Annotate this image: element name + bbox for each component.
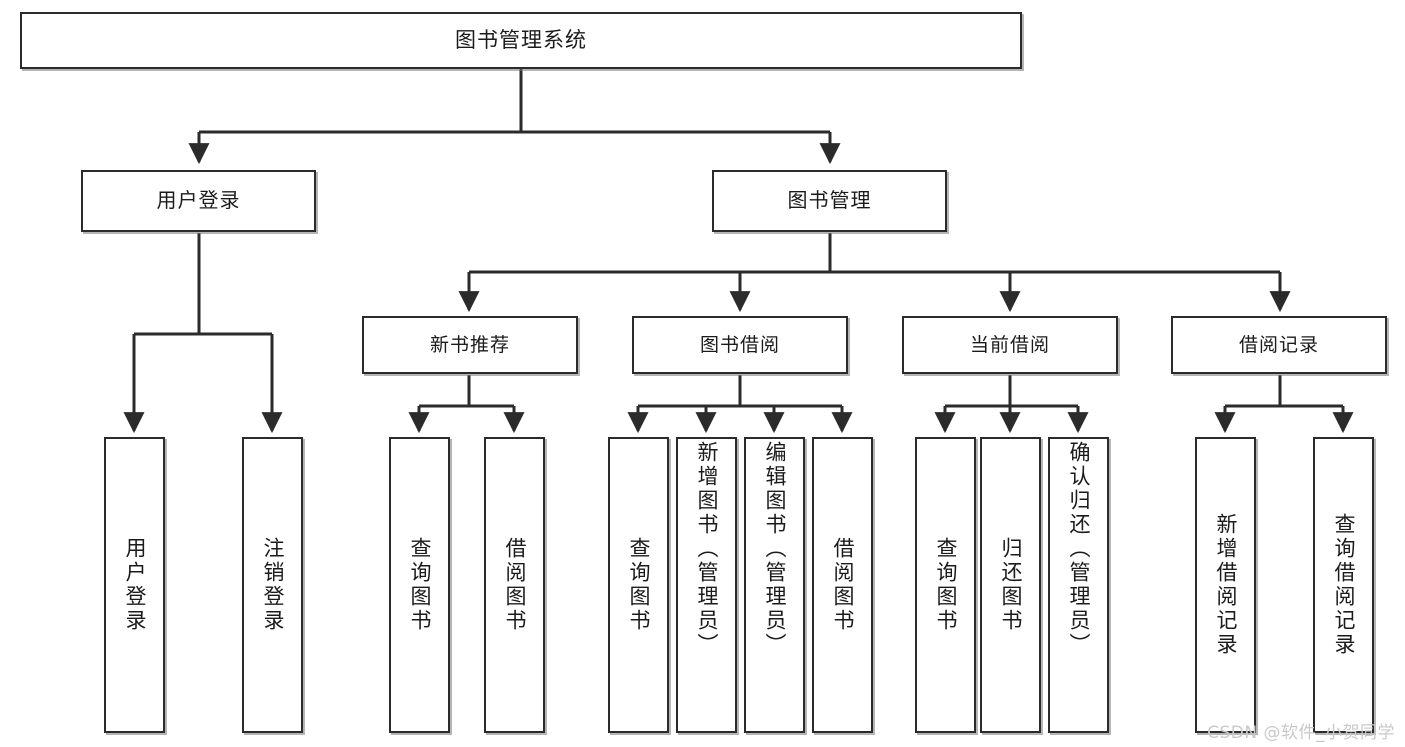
node-borrow-record[interactable]: 借阅记录: [1171, 316, 1387, 374]
node-leaf-borrow-book-2-label: 借阅图书: [831, 537, 855, 633]
node-leaf-query-record-label: 查询借阅记录: [1332, 513, 1356, 657]
node-current-borrow[interactable]: 当前借阅: [902, 316, 1118, 374]
node-leaf-borrow-book-1[interactable]: 借阅图书: [484, 437, 545, 733]
node-leaf-edit-book-label: 编辑图书（管理员）: [763, 441, 787, 657]
node-new-book-recommend-label: 新书推荐: [429, 333, 510, 356]
node-leaf-confirm-return[interactable]: 确认归还（管理员）: [1048, 437, 1109, 733]
node-leaf-query-record[interactable]: 查询借阅记录: [1313, 437, 1374, 733]
node-leaf-query-book-3[interactable]: 查询图书: [915, 437, 976, 733]
node-leaf-logout-label: 注销登录: [261, 537, 285, 633]
node-leaf-query-book-3-label: 查询图书: [934, 537, 958, 633]
node-leaf-user-login[interactable]: 用户登录: [104, 437, 165, 733]
node-book-borrow-label: 图书借阅: [699, 333, 780, 356]
node-leaf-return-book[interactable]: 归还图书: [980, 437, 1041, 733]
node-current-borrow-label: 当前借阅: [969, 333, 1050, 356]
node-leaf-confirm-return-label: 确认归还（管理员）: [1067, 441, 1091, 657]
node-book-borrow[interactable]: 图书借阅: [632, 316, 848, 374]
node-user-login[interactable]: 用户登录: [81, 170, 316, 232]
node-leaf-add-book-label: 新增图书（管理员）: [695, 441, 719, 657]
node-leaf-add-record[interactable]: 新增借阅记录: [1195, 437, 1256, 733]
node-leaf-query-book-2-label: 查询图书: [627, 537, 651, 633]
node-new-book-recommend[interactable]: 新书推荐: [362, 316, 578, 374]
node-book-manage[interactable]: 图书管理: [712, 170, 947, 232]
node-leaf-edit-book[interactable]: 编辑图书（管理员）: [744, 437, 805, 733]
node-leaf-borrow-book-1-label: 借阅图书: [503, 537, 527, 633]
node-leaf-user-login-label: 用户登录: [123, 537, 147, 633]
node-leaf-add-record-label: 新增借阅记录: [1214, 513, 1238, 657]
node-leaf-query-book-1[interactable]: 查询图书: [389, 437, 450, 733]
node-book-manage-label: 图书管理: [787, 188, 872, 213]
node-root-label: 图书管理系统: [455, 28, 587, 53]
node-leaf-return-book-label: 归还图书: [999, 537, 1023, 633]
csdn-watermark: CSDN @软件_小贺同学: [1207, 723, 1395, 743]
node-leaf-add-book[interactable]: 新增图书（管理员）: [676, 437, 737, 733]
node-borrow-record-label: 借阅记录: [1238, 333, 1319, 356]
node-root[interactable]: 图书管理系统: [20, 12, 1022, 69]
node-leaf-query-book-1-label: 查询图书: [408, 537, 432, 633]
node-leaf-logout[interactable]: 注销登录: [242, 437, 303, 733]
node-leaf-query-book-2[interactable]: 查询图书: [608, 437, 669, 733]
node-leaf-borrow-book-2[interactable]: 借阅图书: [812, 437, 873, 733]
node-user-login-label: 用户登录: [156, 188, 241, 213]
